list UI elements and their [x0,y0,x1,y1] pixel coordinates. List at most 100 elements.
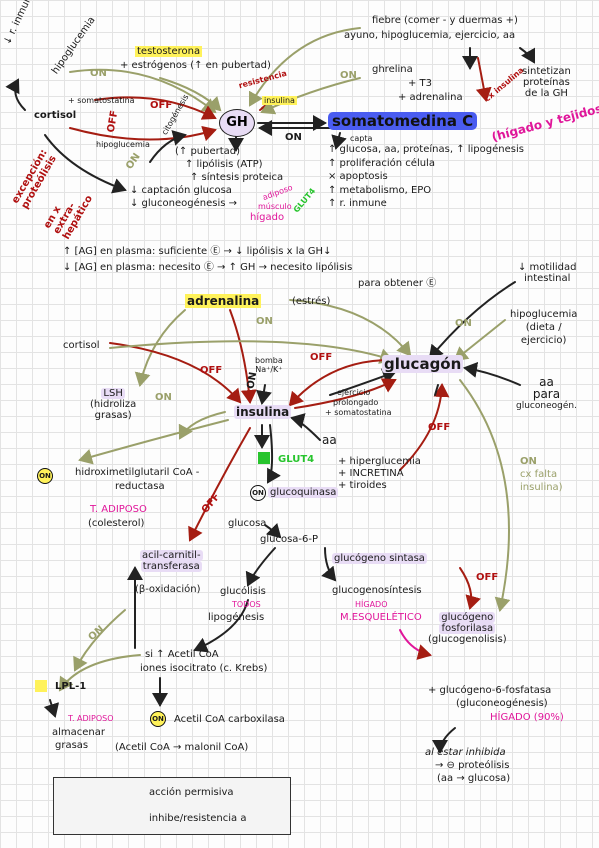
text-hmg: hidroximetilglutaril CoA - reductasa [75,466,199,494]
somato-effect: × apoptosis [328,171,388,182]
glucogeno-sintasa-label: glucógeno sintasa [332,553,427,564]
somato-effect: ↑ glucosa, aa, proteínas, ↑ lipogénesis [328,144,524,155]
arrow-glucagon-sintasa [434,384,439,396]
ag-line-2: ↓ [AG] en plasma: necesito Ⓔ → ↑ GH → ne… [63,262,353,273]
insulina-label: insulina [234,405,292,419]
arrow-insulina-gk [266,424,281,484]
arrow-acetil-lpl [58,654,141,692]
text-colesterol: (colesterol) [88,518,145,529]
text-aa: aa [322,433,337,447]
glucagon-node: glucagón [382,355,464,373]
arrow-insulina-hmg [78,419,229,465]
text-insulina-top: insulina [262,96,297,105]
gh-effect: ↑ lipólisis (ATP) [185,159,263,170]
ag-line-3: para obtener Ⓔ [358,278,437,289]
hmg-line: hidroximetilglutaril CoA - [75,467,200,478]
arrow-fiebre-gh [249,27,361,107]
text-lsh: LSH (hidroliza grasas) [90,388,136,421]
g6f-line: + glucógeno-6-fosfatasa [428,685,552,696]
text-t-adiposo-2: T. ADIPOSO [68,714,114,723]
arrow-g6f-inhibida [432,727,456,754]
arrow-ejercicio-glucagon [329,368,397,396]
text-g6f: + glucógeno-6-fosfatasa (gluconeogénesis… [428,684,551,710]
inhibida-line: → ⊖ proteólisis [435,760,510,771]
arrow-adrenalina-glucagon [289,299,412,357]
arrow-ghrelina-gh [260,77,361,115]
gh-effect: ↓ gluconeogénesis → [130,198,237,209]
text-ejercicio: ejercicio prolongado + somatostatina [325,388,392,418]
hiper-line: + tiroides [338,480,387,491]
text-higado-90: HÍGADO (90%) [490,712,564,723]
hipoglucemia-line: (dieta / [525,322,562,333]
text-g6p: glucosa-6-P [260,534,319,545]
arrow-hiper-glucagon [399,383,450,471]
text-cortisol-top: cortisol [34,110,77,121]
text-hipoglucemia-2: hipoglucemia [96,140,150,149]
somato-effects: ↑ glucosa, aa, proteínas, ↑ lipogénesis … [328,143,524,211]
arrow-insulina-lpl [73,609,126,672]
bomba-line: Na⁺/K⁺ [255,365,283,374]
text-ayuno: ayuno, hipoglucemia, ejercicio, aa [344,30,516,41]
arrow-insulina-acil [188,427,251,542]
text-glucogeno-sintasa: glucógeno sintasa [332,553,427,564]
lsh-line: (hidroliza [90,399,137,410]
adrenalina-label: adrenalina [185,294,262,308]
text-glucoquinasa: glucoquinasa [268,487,339,498]
gh-effect: ↓ captación glucosa [130,185,232,196]
on-label: ON [155,392,172,403]
text-glucogenosintesis: glucogenosíntesis [332,585,422,596]
legend: acción permisiva inhibe/resistencia a [53,777,291,835]
almacenar-line: grasas [55,740,89,751]
cx-falta-line: ON [520,456,537,467]
sintetizan-line: proteínas [522,77,570,88]
text-musculo: músculo [258,202,292,211]
fosforilasa-line: glucógeno [428,612,507,623]
text-malonil: (Acetil CoA → malonil CoA) [115,742,249,753]
on-label: ON [90,68,107,79]
inhibida-line: al estar inhibida [425,747,506,758]
motilidad-line: ↓ motilidad [518,262,577,273]
arrow-cortisol-down [44,134,127,194]
text-capta: capta [350,134,373,143]
lsh-line: LSH [90,388,136,399]
text-estrogenos: + estrógenos (↑ en pubertad) [120,60,271,71]
glucagon-label: glucagón [382,355,464,373]
arrow-insulina-glucagon [294,378,397,409]
text-cortisol-mid: cortisol [63,340,100,351]
acetil-line: iones isocitrato (c. Krebs) [140,663,268,674]
text-higado-top: hígado [250,212,285,223]
text-t-adiposo-1: T. ADIPOSO [90,504,147,515]
text-cx-falta: ON cx falta insulina) [520,455,563,494]
text-adrenalina-mid: adrenalina [185,294,262,308]
on-label: ON [340,70,357,81]
aa-right-line: gluconeogén. [516,401,577,411]
arrow-hipoglucemia-gh [69,68,217,114]
arrow-insulina-lsh [178,411,226,440]
arrow-somatostatina-gh [94,96,217,120]
bomba-line: bomba [255,356,283,365]
somato-effect: ↑ metabolismo, EPO [328,184,432,196]
sintetizan-line: de la GH [524,88,568,99]
on-circle-gk: ON [250,485,266,501]
fosforilasa-label-2: fosforilasa [439,623,496,634]
insulina-top-label: insulina [262,96,297,105]
insulina-node: insulina [234,405,292,419]
text-hiper: + hiperglucemia + INCRETINA + tiroides [338,456,421,492]
text-somatostatina: + somatostatina [68,96,135,105]
legend-inhibit: inhibe/resistencia a [149,813,247,824]
text-t3: + T3 [408,78,433,89]
ag-line-1: ↑ [AG] en plasma: suficiente Ⓔ → ↓ lipól… [63,246,332,257]
cx-falta-line: insulina) [520,482,563,493]
text-bomba: bomba Na⁺/K⁺ [255,356,283,374]
text-estres: (estrés) [292,296,331,307]
g6f-line: (gluconeogénesis) [456,698,548,709]
almacenar-line: almacenar [52,727,106,738]
off-label: OFF [428,422,451,433]
hipoglucemia-line: hipoglucemia [510,309,578,320]
ejercicio-line: ejercicio [337,388,371,397]
on-label: ON [455,318,472,329]
acil-line: transferasa [140,561,203,572]
ejercicio-line: + somatostatina [325,408,392,417]
